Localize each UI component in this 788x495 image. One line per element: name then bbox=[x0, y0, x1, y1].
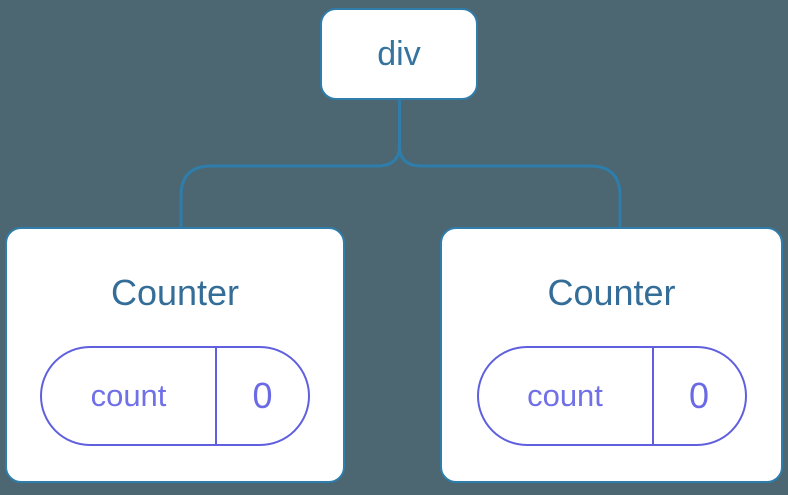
state-value-label: 0 bbox=[252, 375, 273, 416]
state-value-label: 0 bbox=[688, 375, 710, 416]
component-name-label: Counter bbox=[110, 272, 240, 313]
connector-path bbox=[179, 100, 622, 227]
state-pill: count 0 bbox=[40, 346, 310, 446]
tree-node-counter-1: Counter count 0 bbox=[5, 227, 345, 483]
root-node-label: div bbox=[377, 34, 421, 73]
state-key-label: count bbox=[479, 348, 654, 444]
tree-node-root: div bbox=[320, 8, 478, 100]
state-key-label: count bbox=[42, 348, 217, 444]
tree-node-counter-2: Counter count 0 bbox=[440, 227, 783, 483]
state-pill: count 0 bbox=[476, 346, 747, 446]
component-name-label: Counter bbox=[547, 272, 676, 313]
